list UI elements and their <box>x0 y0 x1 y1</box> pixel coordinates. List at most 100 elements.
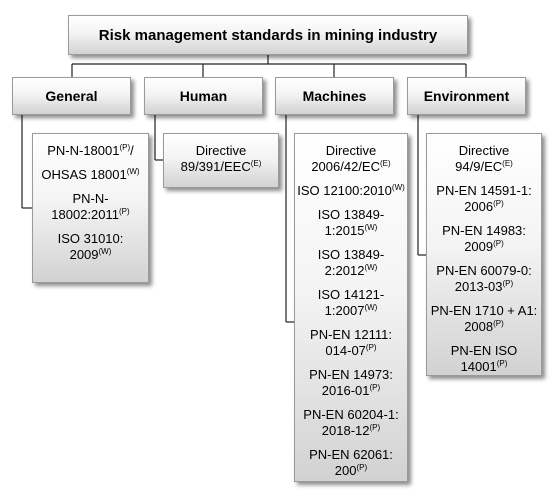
standard-line: 2009(P) <box>442 239 526 255</box>
standard-text: PN-EN 14983: <box>442 223 526 238</box>
standard-text: ISO 13849- <box>317 207 385 222</box>
source-marker: (W) <box>364 303 378 312</box>
source-marker: (P) <box>369 423 381 432</box>
standard-line: 2018-12(P) <box>303 423 398 439</box>
standard-line: 2006(P) <box>436 199 531 215</box>
standard-line: ISO 31010: <box>58 231 124 247</box>
standard-text: 200 <box>334 463 357 478</box>
list-general: PN-N-18001(P)/OHSAS 18001(W)PN-N-18002:2… <box>32 133 149 283</box>
standard-line: PN-EN 60204-1: <box>303 407 398 423</box>
source-marker: (W) <box>364 263 378 272</box>
standard-line: 2008(P) <box>431 319 538 335</box>
standard-text: Directive <box>325 143 377 158</box>
standard-line: 89/391/EEC(E) <box>181 159 262 175</box>
source-marker: (P) <box>119 143 131 152</box>
standard-line: 18002:2011(P) <box>51 207 129 223</box>
source-marker: (E) <box>502 159 513 168</box>
standard-line: PN-EN 14591-1: <box>436 183 531 199</box>
standard-line: Directive <box>181 143 262 159</box>
category-machines: Machines <box>275 77 394 115</box>
category-general: General <box>12 77 131 115</box>
standard-text: 2009 <box>464 239 494 254</box>
standard-line: 2013-03(P) <box>436 279 531 295</box>
standard-line: PN-EN 60079-0: <box>436 263 531 279</box>
standard-line: Directive <box>311 143 390 159</box>
diagram-title: Risk management standards in mining indu… <box>68 15 468 55</box>
standard-line: 2:2012(W) <box>318 263 385 279</box>
standard-line: PN-EN 14973: <box>309 367 393 383</box>
standard-item: PN-EN 14591-1:2006(P) <box>436 183 531 215</box>
standard-item: ISO 12100:2010(W) <box>297 183 405 199</box>
standard-item: PN-EN 12111:014-07(P) <box>310 327 392 359</box>
standard-text: 2009 <box>69 247 99 262</box>
standard-text: PN-EN 60079-0: <box>436 263 532 278</box>
standard-text: 14001 <box>460 359 497 374</box>
standard-line: ISO 13849- <box>318 207 385 223</box>
standard-text: Directive <box>195 143 247 158</box>
standard-text: ISO 14121- <box>317 287 385 302</box>
standard-text: PN-EN 14973: <box>309 367 393 382</box>
standard-text: PN-EN 62061: <box>309 447 393 462</box>
standard-text: PN-EN 1710 + A1: <box>430 303 538 318</box>
standard-text: 1:2015 <box>324 223 365 238</box>
source-marker: (W) <box>391 183 405 192</box>
source-marker: (P) <box>493 199 504 208</box>
source-marker: (P) <box>493 239 504 248</box>
standard-line: PN-EN 1710 + A1: <box>431 303 538 319</box>
standard-text: PN-EN 14591-1: <box>436 183 532 198</box>
standard-text: 2006/42/EC <box>311 159 380 174</box>
standard-item: PN-N-18001(P)/ <box>47 143 134 159</box>
standard-line: ISO 13849- <box>318 247 385 263</box>
standard-item: ISO 14121-1:2007(W) <box>318 287 385 319</box>
standard-line: PN-EN 14983: <box>442 223 526 239</box>
standard-line: PN-EN ISO <box>451 343 517 359</box>
standard-line: OHSAS 18001(W) <box>41 167 139 183</box>
standard-item: PN-EN 14983:2009(P) <box>442 223 526 255</box>
source-marker: (P) <box>496 359 508 368</box>
standard-item: ISO 31010:2009(W) <box>58 231 124 263</box>
standard-line: PN-N-18001(P)/ <box>47 143 134 159</box>
standard-text: 1:2007 <box>324 303 365 318</box>
standard-text: 94/9/EC <box>455 159 503 174</box>
standard-line: ISO 14121- <box>318 287 385 303</box>
source-marker: (P) <box>365 343 377 352</box>
standard-text: PN-EN ISO <box>450 343 518 358</box>
source-marker: (P) <box>502 279 514 288</box>
standard-item: PN-EN 60079-0:2013-03(P) <box>436 263 531 295</box>
source-marker: (P) <box>493 319 504 328</box>
source-marker: (E) <box>380 159 391 168</box>
standard-text: 2:2012 <box>324 263 365 278</box>
standard-text: PN-EN 60204-1: <box>303 407 399 422</box>
source-marker: (P) <box>119 207 130 216</box>
standard-line: 2006/42/EC(E) <box>311 159 390 175</box>
standard-item: PN-EN 62061:200(P) <box>309 447 393 479</box>
standard-text: 2006 <box>464 199 494 214</box>
standard-text: 2008 <box>464 319 494 334</box>
standard-text: PN-N-18001 <box>47 143 120 158</box>
standard-line: 200(P) <box>309 463 393 479</box>
standard-text: 014-07 <box>325 343 366 358</box>
standard-line: PN-EN 12111: <box>310 327 392 343</box>
source-marker: (P) <box>369 383 381 392</box>
standard-item: PN-EN 14973:2016-01(P) <box>309 367 393 399</box>
standard-item: PN-EN 1710 + A1:2008(P) <box>431 303 538 335</box>
standard-line: 94/9/EC(E) <box>455 159 513 175</box>
standard-item: OHSAS 18001(W) <box>41 167 139 183</box>
standard-line: 014-07(P) <box>310 343 392 359</box>
standard-text: Directive <box>458 143 510 158</box>
standard-line: PN-N- <box>51 191 129 207</box>
standard-line: 1:2015(W) <box>318 223 385 239</box>
standard-line: 2016-01(P) <box>309 383 393 399</box>
standard-text: OHSAS 18001 <box>41 167 127 182</box>
category-human: Human <box>144 77 263 115</box>
standard-line: 2009(W) <box>58 247 124 263</box>
source-marker: (P) <box>356 463 368 472</box>
standard-text: 89/391/EEC <box>180 159 251 174</box>
standard-text: / <box>130 143 134 158</box>
source-marker: (W) <box>98 247 112 256</box>
